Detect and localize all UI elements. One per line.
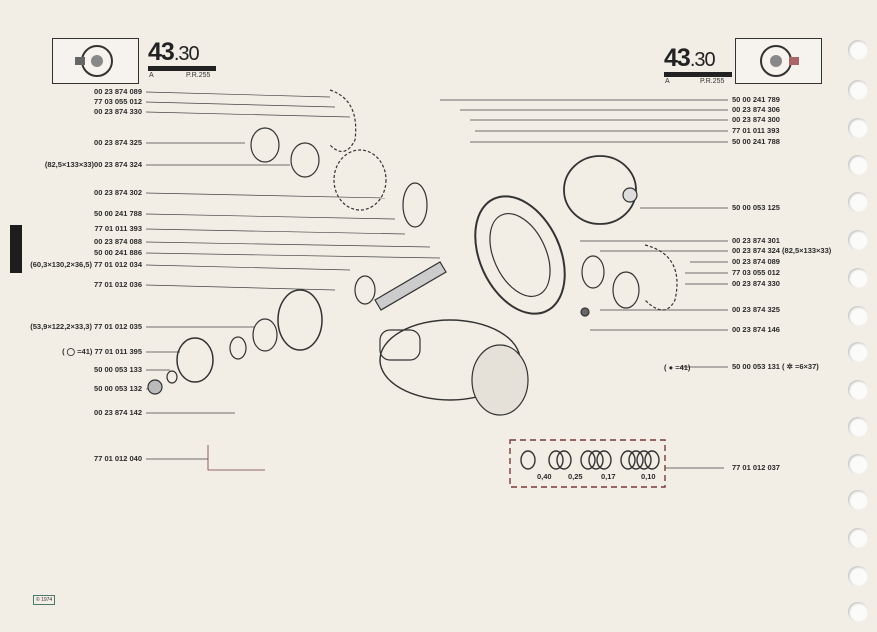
part-number-label: 77 01 011 393 — [94, 224, 142, 233]
binder-hole — [848, 602, 868, 622]
parts-illustration — [147, 89, 678, 416]
thumbnail-right — [735, 38, 822, 84]
part-number-label: (60,3×130,2×36,5) 77 01 012 034 — [30, 260, 142, 269]
leader-line — [145, 241, 431, 248]
shim-thickness: 0,25 — [568, 472, 583, 481]
part-number-label: 00 23 874 088 — [94, 237, 142, 246]
variant-left: A — [149, 72, 154, 79]
part-number-label: (82,5×133×33)00 23 874 324 — [44, 160, 142, 169]
section-main: 43 — [148, 38, 175, 66]
ref-left: P.R.255 — [186, 72, 211, 79]
part-number-label: 00 23 874 302 — [94, 188, 142, 197]
header-bar-right — [664, 72, 732, 77]
part-number-label: 50 00 053 133 — [94, 365, 142, 374]
part-number-label: 50 00 053 131 ( ✲ =6×37) — [732, 362, 819, 371]
differential-thumbnail-icon — [75, 45, 113, 77]
binder-hole — [848, 380, 868, 400]
output-flange — [277, 289, 323, 351]
binder-hole — [848, 268, 868, 288]
part-number-label: 00 23 874 089 — [94, 87, 142, 96]
leader-line — [145, 192, 386, 199]
bearing-right — [581, 255, 605, 289]
header-bar-left — [148, 66, 216, 71]
leader-line — [145, 264, 351, 271]
part-number-label: 50 00 053 125 — [732, 203, 780, 212]
section-sub: .30 — [689, 49, 716, 71]
binder-hole — [848, 342, 868, 362]
thumbnail-left — [52, 38, 139, 84]
part-number-label: ( ◯ =41) 77 01 011 395 — [62, 347, 142, 356]
bearing-left — [250, 127, 280, 163]
binder-hole — [848, 306, 868, 326]
part-number-label: 50 00 241 789 — [732, 95, 780, 104]
binder-hole — [848, 230, 868, 250]
binder-hole — [848, 80, 868, 100]
binder-hole — [848, 192, 868, 212]
part-number-label: 00 23 874 325 — [732, 305, 780, 314]
part-number-label: 77 03 055 012 — [732, 268, 780, 277]
leader-line — [145, 213, 396, 220]
binder-hole — [848, 454, 868, 474]
shim-thickness: 0,10 — [641, 472, 656, 481]
part-number-label: 00 23 874 306 — [732, 105, 780, 114]
part-number-label: 77 01 012 036 — [94, 280, 142, 289]
part-number-label: 00 23 874 324 (82,5×133×33) — [732, 246, 832, 255]
part-number-label: 00 23 874 300 — [732, 115, 780, 124]
leader-line — [145, 284, 336, 291]
part-number-label: 00 23 874 330 — [732, 279, 780, 288]
part-number-label: 50 00 053 132 — [94, 384, 142, 393]
part-number-label: 00 23 874 325 — [94, 138, 142, 147]
binder-hole — [848, 528, 868, 548]
binder-hole — [848, 155, 868, 175]
leader-line — [145, 101, 336, 108]
part-number-label: 00 23 874 301 — [732, 236, 780, 245]
differential-case — [563, 155, 637, 225]
part-number-label: 77 01 011 393 — [732, 126, 780, 135]
shim-thickness: 0,40 — [537, 472, 552, 481]
section-sub: .30 — [173, 43, 200, 65]
nut-callout: ( ● =41) — [664, 363, 691, 372]
part-number-label: 50 00 241 788 — [732, 137, 780, 146]
part-number-label: 00 23 874 146 — [732, 325, 780, 334]
section-main: 43 — [664, 44, 691, 72]
leader-line — [145, 111, 351, 118]
section-number-left: 43.30 — [148, 38, 200, 67]
part-number-label: 77 01 012 040 — [94, 454, 142, 463]
binder-hole — [848, 490, 868, 510]
binder-hole — [848, 417, 868, 437]
shim-thickness: 0,17 — [601, 472, 616, 481]
part-number-label: 77 01 012 037 — [732, 463, 780, 472]
part-number-label: 00 23 874 330 — [94, 107, 142, 116]
crown-wheel — [474, 195, 566, 315]
copyright-stamp: © 1974 — [33, 595, 56, 605]
part-number-label: (53,9×122,2×33,3) 77 01 012 035 — [30, 322, 142, 331]
binder-hole — [848, 40, 868, 60]
section-tab-marker — [10, 225, 22, 273]
variant-right: A — [665, 78, 670, 85]
shim-kit-box — [509, 439, 724, 488]
leader-line — [145, 252, 441, 259]
part-number-label: 00 23 874 089 — [732, 257, 780, 266]
binder-hole — [848, 118, 868, 138]
pinion-shaft — [374, 261, 447, 311]
part-number-label: 50 00 241 886 — [94, 248, 142, 257]
section-number-right: 43.30 — [664, 44, 716, 73]
leader-line — [145, 91, 331, 98]
part-number-label: 77 03 055 012 — [94, 97, 142, 106]
part-number-label: 50 00 241 788 — [94, 209, 142, 218]
leader-line — [145, 228, 406, 235]
binder-hole — [848, 566, 868, 586]
ref-right: P.R.255 — [700, 78, 725, 85]
part-number-label: 00 23 874 142 — [94, 408, 142, 417]
differential-thumbnail-icon — [760, 45, 799, 77]
